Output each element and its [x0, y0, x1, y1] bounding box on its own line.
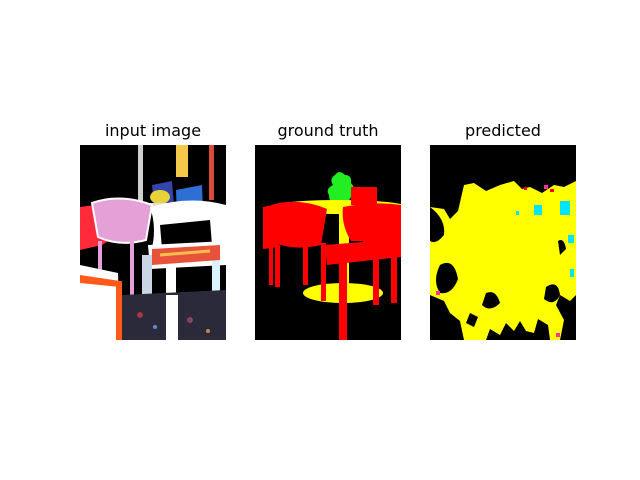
- input-image-title: input image: [104, 121, 202, 140]
- predicted-title: predicted: [465, 121, 541, 140]
- ground-truth-image: [255, 145, 401, 340]
- input-image: [80, 145, 226, 340]
- ground-truth-title: ground truth: [277, 121, 379, 140]
- predicted-image: [430, 145, 576, 340]
